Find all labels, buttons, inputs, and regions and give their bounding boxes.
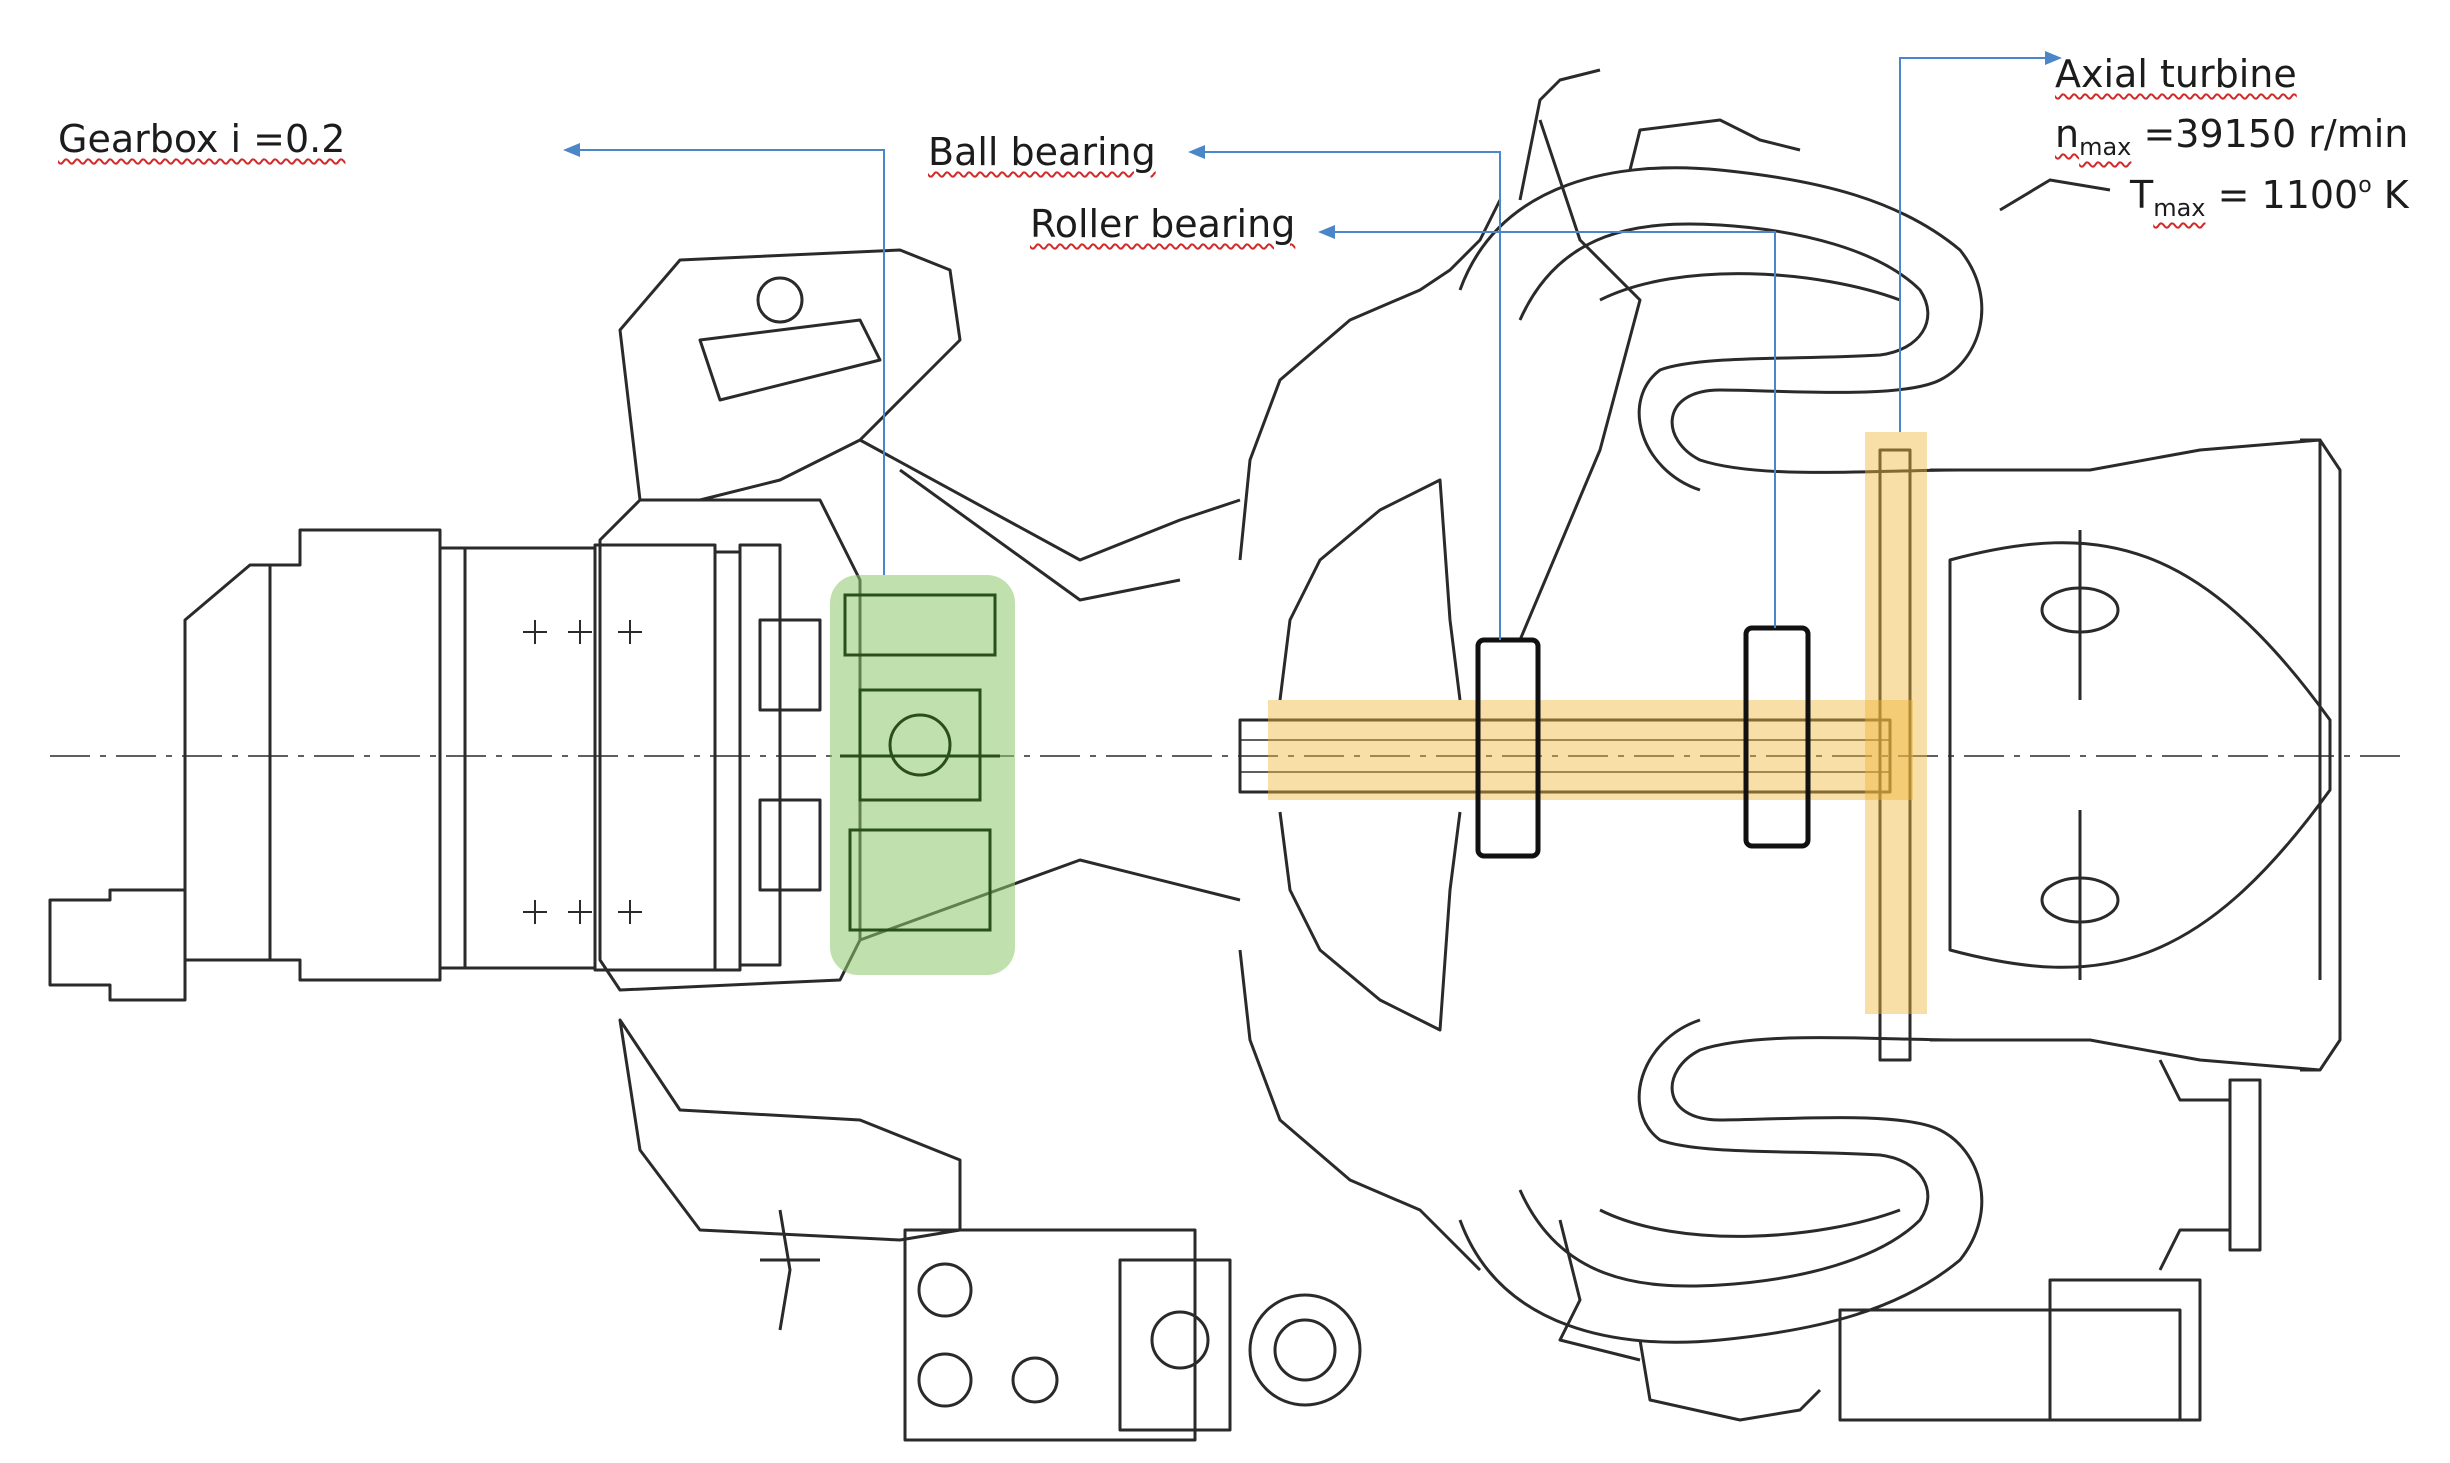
t-subscript: max [2153,194,2206,222]
arrow-left-icon [1188,145,1205,159]
t-max-label: Tmax = 1100o K [2130,173,2409,222]
n-value: =39150 r/min [2131,112,2409,156]
n-subscript: max [2079,133,2132,161]
turbine-disk-highlight [1865,432,1927,1014]
ball-bearing-label: Ball bearing [928,130,1156,174]
starter-body-2 [593,543,717,972]
starter-body [463,546,597,970]
lower-exhaust-flange [2228,1078,2262,1252]
arrow-left-icon [563,143,580,157]
roller-bearing-label: Roller bearing [1030,202,1296,246]
combustor-scroll-upper-outer [1458,166,1984,474]
upper-accessory-housing [618,248,962,502]
n-max-label: nmax =39150 r/min [2055,115,2408,159]
gearbox-flange-left [738,543,782,967]
starter-cross-marks [523,620,642,924]
compressor-casing-upper [1238,199,1502,561]
roller-bearing-box [1743,625,1811,849]
impeller-upper [1278,478,1462,701]
starter-flange [713,550,742,972]
exhaust-duct-lower [1930,1038,2321,1072]
ball-bearing-leader [1200,151,1501,640]
left-end-cap [48,888,187,1002]
axial-turbine-leader [1899,57,2050,432]
exhaust-duct-upper [1930,438,2322,980]
gearbox-housing [598,498,862,992]
upper-accessory-port [756,276,804,324]
bottom-left-nozzle [760,1209,820,1331]
n-symbol: n [2055,112,2080,156]
lower-accessory-housing [618,1018,962,1242]
right-top-fitting [1999,178,2111,212]
turbine-disk [1878,448,1912,1062]
gearbox-leader [575,149,885,575]
top-fuel-line [1518,68,1642,641]
t-value-suffix: K [2371,173,2409,217]
acc-gear-1 [917,1262,973,1318]
left-flange [438,546,467,970]
upper-strut [859,438,1241,562]
leader-arrowheads [563,51,2062,239]
compressor-casing-lower [1238,949,1482,1272]
shaft-highlight [1268,700,1913,800]
fuel-control-unit [903,1228,1197,1442]
gearbox-gear-sketch [840,593,1000,932]
gearbox-label: Gearbox i =0.2 [58,117,346,161]
combustor-scroll-upper-inner [1518,222,1930,492]
roller-bearing-leader [1330,231,1776,628]
t-superscript: o [2358,173,2372,198]
fuel-pump-port [1150,1310,1210,1370]
exhaust-flange [2300,438,2342,1072]
combustor-liner-lower [1599,1208,1901,1238]
acc-gear-2 [917,1352,973,1408]
bottom-casing [1638,1339,1822,1422]
right-accessory-box-2 [2048,1278,2202,1422]
lower-exhaust-pipe [2158,1059,2232,1271]
drain-line [1558,1219,1641,1362]
arrow-left-icon [1318,225,1335,239]
upper-strut-2 [899,468,1181,602]
upper-accessory-inner [698,318,882,402]
impeller-lower [1278,811,1462,1032]
right-accessory-box [1838,1308,2182,1422]
acc-gear-3 [1011,1356,1059,1404]
shaft-inner [1239,739,1891,773]
tail-cone [1948,541,2332,969]
ball-bearing-box [1475,637,1541,859]
combustor-scroll-lower-outer [1458,1036,1984,1344]
arrow-right-icon [2045,51,2062,65]
oil-pump-inner [1273,1318,1337,1382]
combustor-scroll-lower-inner [1518,1018,1930,1288]
gearbox-window-1 [758,618,822,712]
t-symbol: T [2130,173,2154,217]
fuel-pump [1118,1258,1232,1432]
gearbox-window-2 [758,798,822,892]
left-housing [183,528,442,982]
oil-pump [1248,1293,1362,1407]
t-value-prefix: = 1100 [2205,173,2359,217]
top-casing [1628,118,1801,171]
leader-lines [575,57,2050,640]
axial-turbine-label: Axial turbine [2055,52,2297,96]
combustor-liner-upper [1599,272,1901,302]
engine-outline [48,68,2400,1442]
